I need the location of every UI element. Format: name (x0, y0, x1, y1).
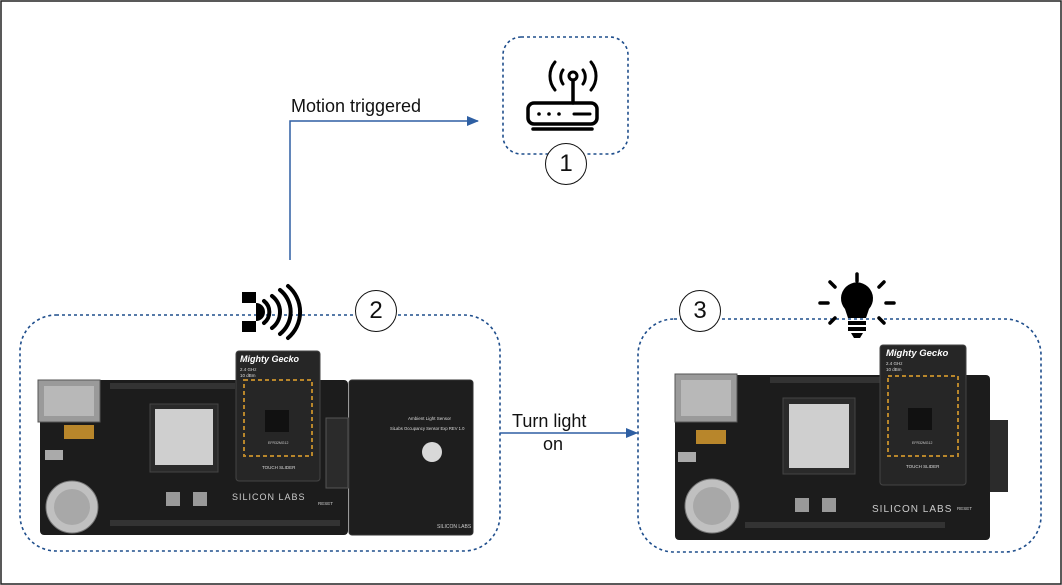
motion-sensor-icon (242, 284, 303, 340)
left-module-title: Mighty Gecko (240, 354, 300, 364)
left-reset: RESET (318, 501, 333, 506)
left-module-part: EFR32MG12 (268, 441, 288, 445)
lightbulb-icon (818, 272, 896, 338)
right-module-part: EFR32MG12 (912, 441, 932, 445)
turn-light-label-line1: Turn light (512, 411, 587, 431)
sensor-board-line1: Ambient Light Sensor (408, 416, 452, 421)
sensor-board-brand: SILICON LABS (437, 524, 472, 530)
step-badge-2: 2 (355, 290, 397, 332)
right-reset: RESET (957, 506, 972, 511)
light-node-board: Mighty Gecko 2.4 GHz 10 dBm EFR32MG12 TO… (674, 344, 1008, 540)
sensor-board-line2: SiLabs Occupancy Sensor Exp REV 1.0 (390, 426, 465, 431)
light-group-border (637, 318, 1042, 553)
right-module-sub2: 10 dBm (886, 367, 902, 372)
left-brand: SILICON LABS (232, 492, 306, 502)
turn-light-label-line2: on (543, 434, 564, 454)
right-slider-label: TOUCH SLIDER (906, 464, 940, 469)
motion-arrow (289, 116, 479, 260)
left-slider-label: TOUCH SLIDER (262, 465, 296, 470)
right-brand: SILICON LABS (872, 504, 952, 515)
left-module-sub2: 10 dBm (240, 373, 256, 378)
motion-triggered-label: Motion triggered (291, 96, 422, 116)
right-module-title: Mighty Gecko (886, 348, 948, 359)
sensor-node-board: Mighty Gecko 2.4 GHz 10 dBm EFR32MG12 TO… (37, 350, 474, 536)
right-module-sub1: 2.4 GHz (886, 361, 903, 366)
router-wifi-icon (526, 60, 599, 131)
step-badge-1: 1 (545, 143, 587, 185)
step-badge-3: 3 (679, 290, 721, 332)
left-module-sub1: 2.4 GHz (240, 367, 257, 372)
